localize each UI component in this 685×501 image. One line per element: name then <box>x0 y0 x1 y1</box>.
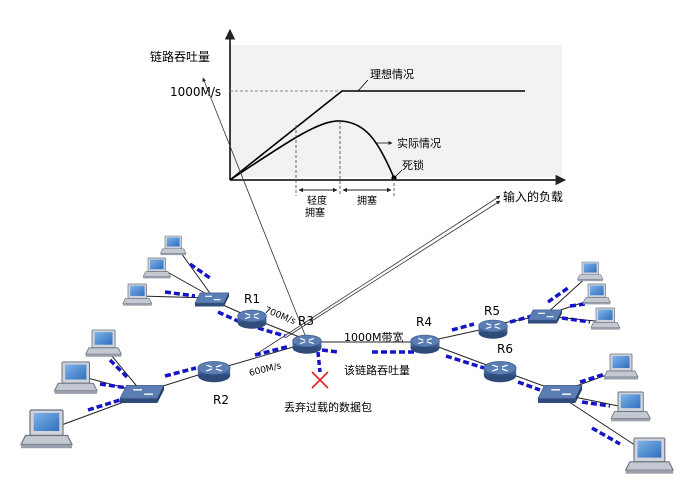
switch-left-top <box>194 292 230 308</box>
deadlock-label: 死锁 <box>402 158 424 172</box>
connector-r3-to-ymark <box>202 77 308 341</box>
switch-left-bottom <box>119 384 165 404</box>
computer-icon <box>142 257 171 279</box>
link-1000-label: 1000M带宽 <box>344 330 404 344</box>
computer-icon <box>20 409 73 449</box>
ideal-pointer <box>357 79 369 92</box>
link-throughput-label: 该链路吞吐量 <box>344 363 410 377</box>
congestion-label: 拥塞 <box>357 194 377 207</box>
actual-curve <box>229 120 395 181</box>
actual-label: 实际情况 <box>397 136 441 150</box>
switch-right-top <box>527 309 563 325</box>
graph-xlabel: 输入的负载 <box>503 189 563 204</box>
computer-icon <box>53 361 98 395</box>
computer-icon <box>85 329 122 358</box>
computer-icon <box>582 283 611 305</box>
ideal-label: 理想情况 <box>370 67 414 81</box>
link-600-label: 600M/s <box>248 361 282 379</box>
connector-r3-to-xlabel-1 <box>254 195 501 356</box>
router-label-r6: R6 <box>497 342 513 356</box>
router-label-r5: R5 <box>484 304 500 318</box>
router-r1 <box>236 309 268 330</box>
switch-right-bottom <box>537 384 583 404</box>
throughput-graph: 链路吞吐量 1000M/s 理想情况 实际情况 死锁 轻度 拥塞 拥塞 输入的负… <box>150 28 567 219</box>
router-label-r1: R1 <box>244 292 260 306</box>
packets <box>87 262 621 446</box>
graph-panel <box>230 45 562 177</box>
computer-icon <box>122 283 153 307</box>
connector-lines <box>202 77 501 356</box>
graph-ylabel: 链路吞吐量 <box>150 49 210 64</box>
drop-x-icon <box>311 371 329 389</box>
computer-icon <box>603 353 639 380</box>
network-links <box>47 245 651 456</box>
computer-icon <box>577 261 604 282</box>
mild-label-1: 轻度 <box>307 194 327 207</box>
router-r2 <box>197 360 231 383</box>
graph-ymark: 1000M/s <box>170 85 221 99</box>
computer-icon <box>590 307 621 331</box>
computer-icon <box>610 391 651 422</box>
router-label-r2: R2 <box>213 393 229 407</box>
deadlock-pointer <box>395 169 403 177</box>
router-r4 <box>409 334 441 355</box>
connector-r3-to-xlabel-2 <box>284 200 501 339</box>
router-r6 <box>483 360 517 383</box>
router-r5 <box>477 319 509 340</box>
router-r3 <box>291 334 323 355</box>
computer-icon <box>160 235 187 256</box>
computers <box>20 235 674 475</box>
dropped-packets-label: 丢弃过载的数据包 <box>284 400 372 414</box>
dropped-packet-path <box>316 351 322 373</box>
mild-label-2: 拥塞 <box>305 206 325 219</box>
router-label-r3: R3 <box>298 314 314 328</box>
ideal-curve <box>229 90 525 181</box>
router-label-r4: R4 <box>416 315 432 329</box>
